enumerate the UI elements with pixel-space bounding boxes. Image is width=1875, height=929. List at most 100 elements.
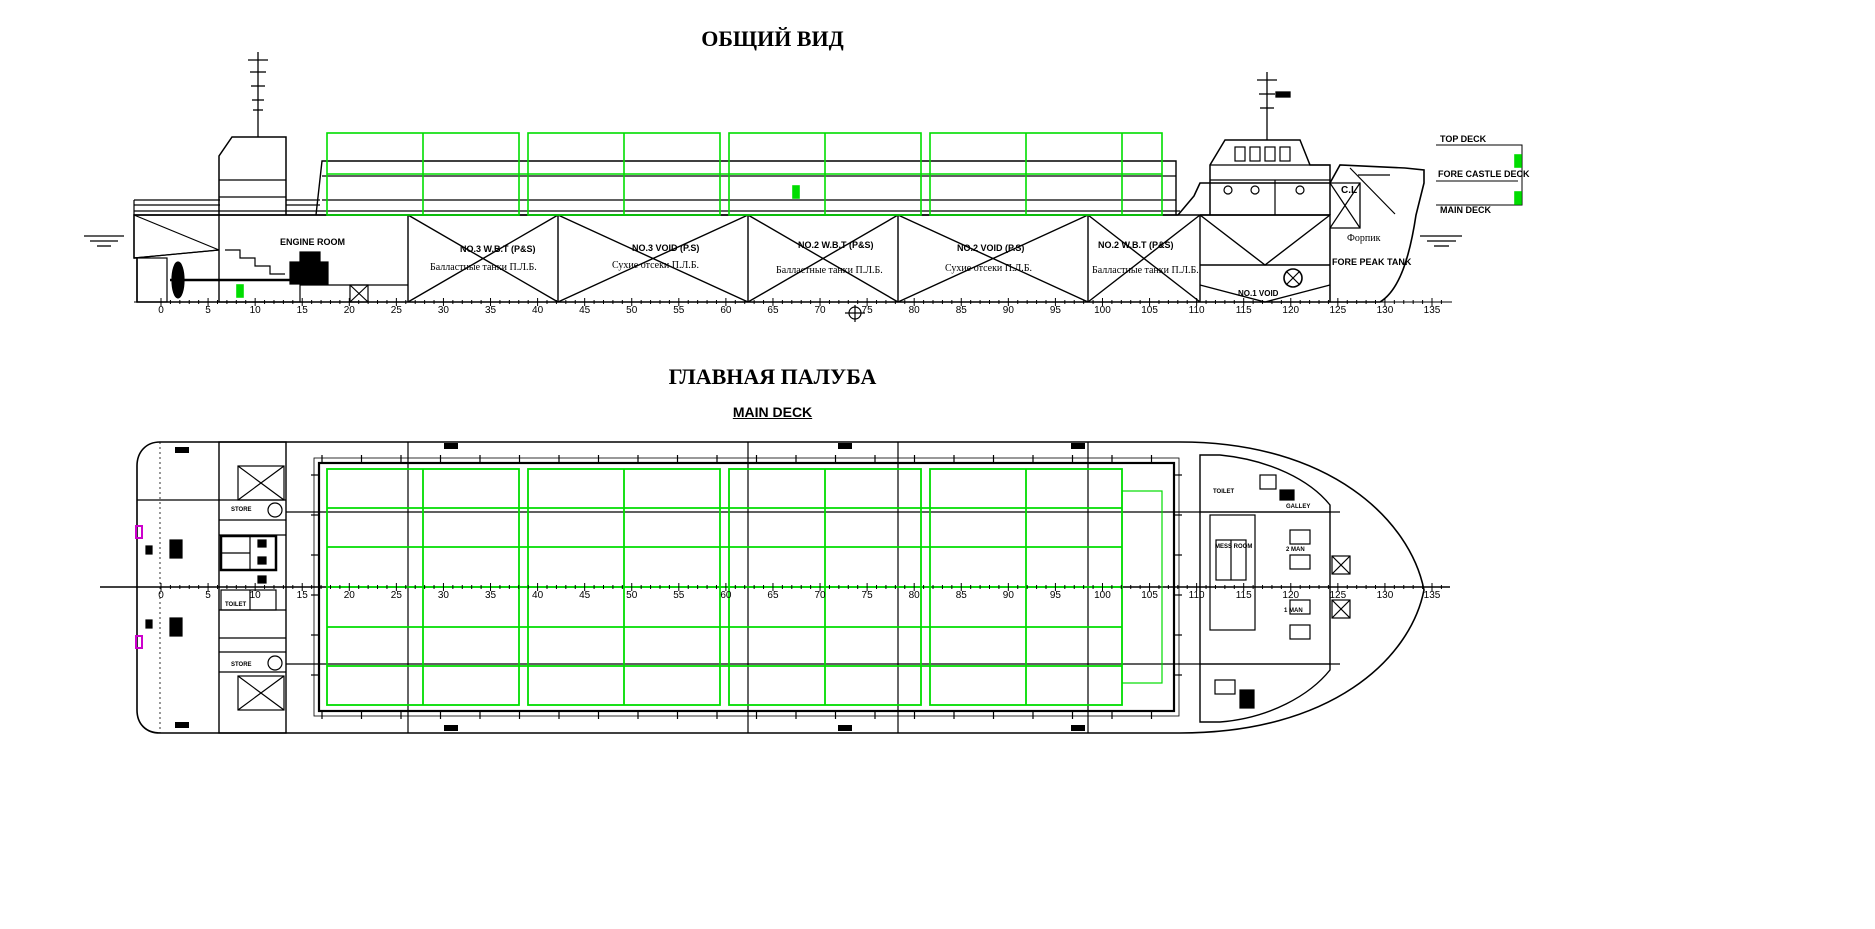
plan-frame-label-25: 25 — [391, 590, 403, 601]
no2-wbt-label: NO.2 W.B.T (P&S) — [798, 240, 874, 250]
forecastle — [1330, 182, 1361, 229]
main-deck-level-label: MAIN DECK — [1440, 205, 1491, 215]
no2-wbt-ru: Балластные танки П.Л.Б. — [776, 265, 883, 276]
aft-deckhouse — [218, 441, 287, 734]
plan-frame-label-35: 35 — [485, 590, 497, 601]
plan-frame-label-40: 40 — [532, 590, 544, 601]
top-deck-label: TOP DECK — [1440, 134, 1487, 144]
profile-frame-label-95: 95 — [1050, 305, 1062, 316]
plan-frame-label-100: 100 — [1094, 590, 1111, 601]
room-mess: MESS ROOM — [1215, 544, 1252, 550]
plan-frame-label-125: 125 — [1330, 590, 1347, 601]
plan-frame-label-115: 115 — [1236, 590, 1252, 601]
fore-mast — [1257, 72, 1291, 140]
profile-frame-label-90: 90 — [1003, 305, 1015, 316]
profile-frame-label-125: 125 — [1330, 305, 1347, 316]
fore-peak-ru: Форпик — [1347, 233, 1381, 244]
profile-frame-label-5: 5 — [205, 305, 211, 316]
no1-void-label: NO.1 VOID — [1238, 289, 1279, 298]
plan-hull-outline — [136, 441, 1425, 734]
hatch-coaming — [315, 160, 1177, 216]
room-store-aft-bottom: STORE — [231, 662, 252, 668]
main-deck-title-en: MAIN DECK — [732, 404, 813, 420]
tank-bulkheads — [407, 214, 1331, 303]
profile-frame-label-55: 55 — [673, 305, 685, 316]
profile-view — [84, 52, 1523, 322]
no2-void-ru: Сухие отсеки П.Л.Б. — [945, 263, 1032, 274]
plan-frame-label-20: 20 — [344, 590, 356, 601]
engine-room-floor — [219, 284, 408, 303]
no3-void-ru: Сухие отсеки П.Л.Б. — [612, 260, 699, 271]
plan-frame-label-130: 130 — [1377, 590, 1394, 601]
plan-frame-label-30: 30 — [438, 590, 450, 601]
profile-frame-label-115: 115 — [1236, 305, 1252, 316]
plan-frame-label-105: 105 — [1141, 590, 1158, 601]
profile-frame-label-70: 70 — [814, 305, 826, 316]
plan-frame-label-95: 95 — [1050, 590, 1062, 601]
profile-frame-label-110: 110 — [1189, 305, 1205, 316]
profile-frame-label-65: 65 — [767, 305, 779, 316]
general-view-title: ОБЩИЙ ВИД — [701, 26, 844, 51]
profile-frame-label-85: 85 — [956, 305, 968, 316]
profile-frame-label-35: 35 — [485, 305, 497, 316]
plan-frame-label-65: 65 — [767, 590, 779, 601]
aft-superstructure — [218, 136, 287, 215]
fore-castle-deck-label: FORE CASTLE DECK — [1438, 169, 1530, 179]
plan-frame-label-120: 120 — [1282, 590, 1299, 601]
plan-hatch-coaming — [317, 461, 1176, 713]
room-toilet-fore: TOILET — [1213, 489, 1235, 495]
waterline-fore — [1420, 235, 1462, 247]
profile-frame-label-45: 45 — [579, 305, 591, 316]
profile-frame-label-105: 105 — [1141, 305, 1158, 316]
profile-frame-label-120: 120 — [1282, 305, 1299, 316]
deck-level-leaders — [1436, 144, 1523, 206]
no3-wbt-ru: Балластные танки П.Л.Б. — [430, 262, 537, 273]
no2-void-label: NO.2 VOID (P.S) — [957, 243, 1024, 253]
profile-labels-ru: Балластные танки П.Л.Б. Сухие отсеки П.Л… — [430, 233, 1381, 276]
engine-room-label: ENGINE ROOM — [280, 237, 345, 247]
profile-frame-label-130: 130 — [1377, 305, 1394, 316]
fore-peak-label: FORE PEAK TANK — [1332, 257, 1412, 267]
profile-labels: ENGINE ROOM NO.3 W.B.T (P&S) NO.3 VOID (… — [280, 134, 1530, 298]
room-2man: 2 MAN — [1286, 547, 1305, 553]
profile-frame-label-80: 80 — [909, 305, 921, 316]
plan-frame-label-0: 0 — [158, 590, 164, 601]
profile-frame-label-135: 135 — [1424, 305, 1441, 316]
plan-frame-label-110: 110 — [1189, 590, 1205, 601]
plan-frame-label-90: 90 — [1003, 590, 1015, 601]
bollards — [175, 443, 1085, 731]
no2-wbt-b-ru: Балластные танки П.Л.Б. — [1092, 265, 1199, 276]
no2-wbt-b-label: NO.2 W.B.T (P&S) — [1098, 240, 1174, 250]
plan-frame-label-15: 15 — [297, 590, 309, 601]
plan-frame-label-75: 75 — [862, 590, 874, 601]
plan-room-labels: STORE TOILET STORE MESS ROOM GALLEY TOIL… — [225, 489, 1310, 668]
waterline-aft — [84, 235, 124, 247]
centerline-label: C.L — [1341, 185, 1357, 196]
magenta-markers — [135, 525, 143, 649]
plan-frame-label-85: 85 — [956, 590, 968, 601]
plan-frame-label-135: 135 — [1424, 590, 1441, 601]
profile-frame-label-40: 40 — [532, 305, 544, 316]
plan-frame-label-80: 80 — [909, 590, 921, 601]
profile-frame-label-50: 50 — [626, 305, 638, 316]
plan-frame-label-5: 5 — [205, 590, 211, 601]
fore-deckhouse-plan — [1199, 454, 1331, 723]
room-1man: 1 MAN — [1284, 608, 1303, 614]
plan-frame-label-55: 55 — [673, 590, 685, 601]
profile-frame-label-25: 25 — [391, 305, 403, 316]
coaming-stanchions — [311, 455, 1182, 719]
profile-frame-label-10: 10 — [250, 305, 262, 316]
profile-frame-label-75: 75 — [862, 305, 874, 316]
plan-frame-label-45: 45 — [579, 590, 591, 601]
room-store-aft-top: STORE — [231, 507, 252, 513]
plan-frame-label-70: 70 — [814, 590, 826, 601]
plan-frame-label-10: 10 — [250, 590, 262, 601]
profile-frame-label-0: 0 — [158, 305, 164, 316]
main-deck-title-ru: ГЛАВНАЯ ПАЛУБА — [668, 364, 877, 389]
aft-mast — [248, 52, 268, 137]
room-toilet-aft: TOILET — [225, 602, 247, 608]
profile-frame-label-20: 20 — [344, 305, 356, 316]
profile-frame-label-100: 100 — [1094, 305, 1111, 316]
